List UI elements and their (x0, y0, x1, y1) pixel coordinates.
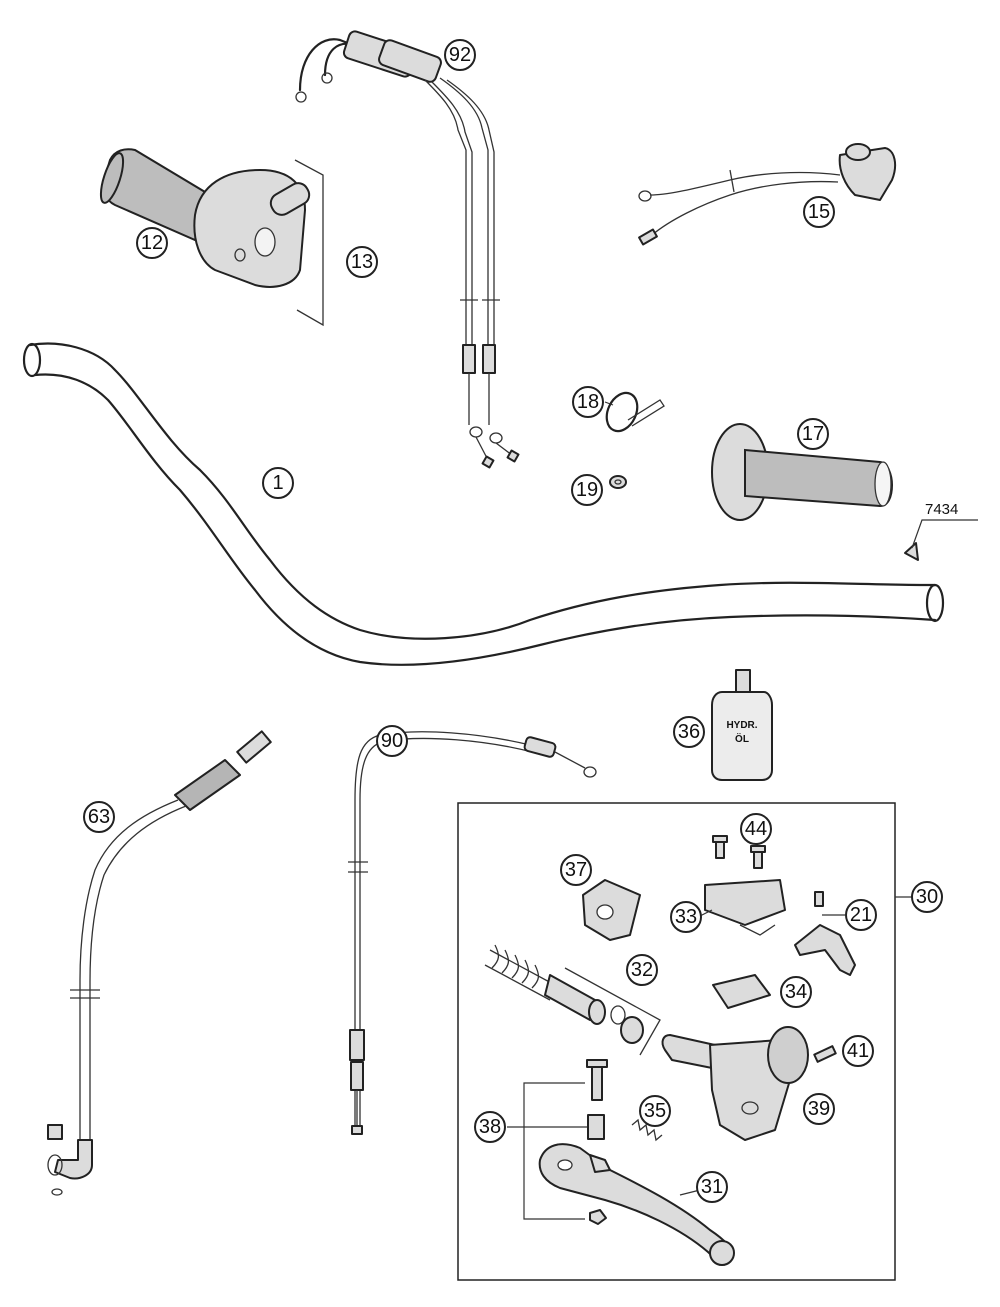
hydraulic-hose (47, 730, 272, 1196)
svg-text:31: 31 (701, 1176, 723, 1198)
svg-text:17: 17 (802, 423, 824, 445)
bolt-41 (813, 1045, 837, 1063)
callout-32: 32 (626, 954, 658, 986)
screws-44 (712, 835, 766, 869)
ref-7434-label: 7434 (925, 501, 958, 518)
handlebar (22, 342, 945, 666)
svg-text:32: 32 (631, 959, 653, 981)
hydraulic-oil-bottle: HYDR. ÖL (711, 669, 773, 781)
svg-text:12: 12 (141, 232, 163, 254)
callout-30: 30 (911, 881, 943, 913)
bottle-label-line1: HYDR. (726, 720, 757, 731)
piston-assembly (484, 944, 661, 1056)
svg-text:39: 39 (808, 1098, 830, 1120)
svg-text:15: 15 (808, 201, 830, 223)
callout-92: 92 (444, 39, 476, 71)
adjuster-lever (794, 891, 856, 976)
svg-text:44: 44 (745, 818, 767, 840)
callout-44: 44 (740, 813, 772, 845)
callout-33: 33 (670, 901, 702, 933)
svg-text:33: 33 (675, 906, 697, 928)
callout-63: 63 (83, 801, 115, 833)
kill-switch (638, 143, 897, 246)
hand-lever (538, 1143, 735, 1266)
callout-38: 38 (474, 1111, 506, 1143)
callout-37: 37 (560, 854, 592, 886)
svg-text:92: 92 (449, 44, 471, 66)
callout-19: 19 (571, 474, 603, 506)
throttle-cables (295, 30, 520, 469)
callout-13: 13 (346, 246, 378, 278)
svg-text:21: 21 (850, 904, 872, 926)
reservoir-cover (699, 879, 786, 936)
pivot-set (507, 1059, 608, 1225)
svg-text:35: 35 (644, 1100, 666, 1122)
end-plug-7434: 7434 (904, 501, 978, 561)
callout-15: 15 (803, 196, 835, 228)
cable-tie (604, 391, 665, 433)
master-cylinder-box (457, 802, 912, 1281)
svg-text:30: 30 (916, 886, 938, 908)
svg-text:19: 19 (576, 479, 598, 501)
svg-text:63: 63 (88, 806, 110, 828)
spring-35 (631, 1118, 663, 1142)
svg-text:90: 90 (381, 730, 403, 752)
svg-text:37: 37 (565, 859, 587, 881)
callout-12: 12 (136, 227, 168, 259)
callout-18: 18 (572, 386, 604, 418)
svg-text:36: 36 (678, 721, 700, 743)
left-grip (711, 423, 894, 521)
svg-text:41: 41 (847, 1040, 869, 1062)
callout-35: 35 (639, 1095, 671, 1127)
callout-34: 34 (780, 976, 812, 1008)
callout-31: 31 (696, 1171, 728, 1203)
throttle-grip (99, 148, 324, 327)
callout-1: 1 (262, 467, 294, 499)
cable-90 (348, 731, 597, 1135)
callout-39: 39 (803, 1093, 835, 1125)
callout-36: 36 (673, 716, 705, 748)
callout-41: 41 (842, 1035, 874, 1067)
reservoir-seal (712, 974, 771, 1009)
svg-text:38: 38 (479, 1116, 501, 1138)
callout-17: 17 (797, 418, 829, 450)
svg-text:13: 13 (351, 251, 373, 273)
small-nut (609, 475, 627, 489)
svg-text:34: 34 (785, 981, 807, 1003)
callout-21: 21 (845, 899, 877, 931)
callout-90: 90 (376, 725, 408, 757)
master-cylinder-body (661, 1026, 809, 1141)
bottle-label-line2: ÖL (735, 732, 749, 745)
svg-text:1: 1 (272, 472, 283, 494)
svg-text:18: 18 (577, 391, 599, 413)
lever-clamp (582, 879, 641, 941)
